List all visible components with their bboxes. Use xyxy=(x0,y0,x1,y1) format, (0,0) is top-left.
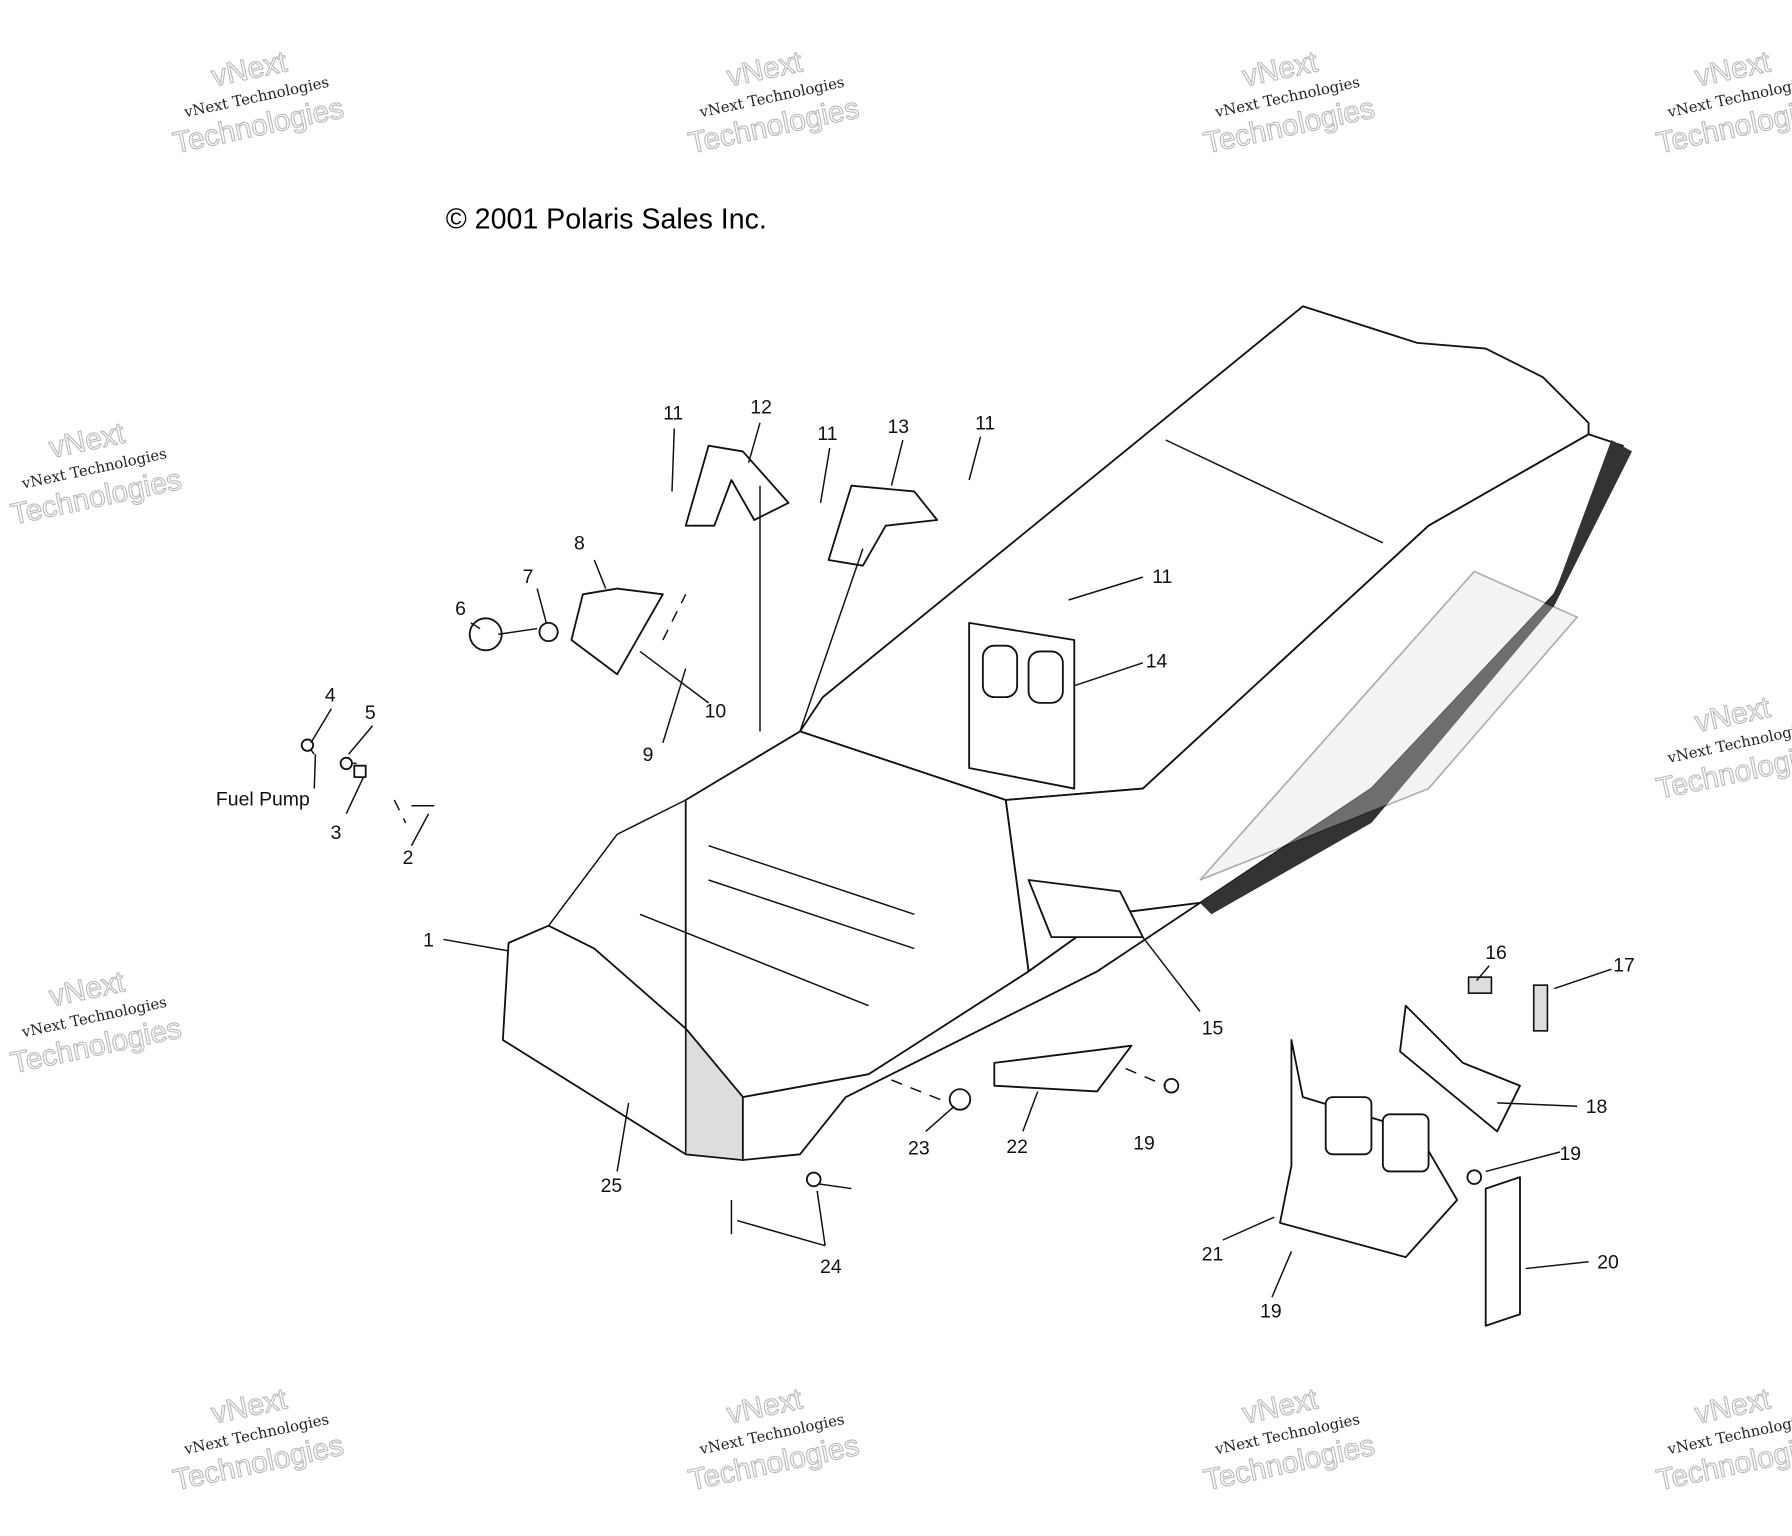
callout-11: 11 xyxy=(663,402,683,424)
callout-13: 13 xyxy=(887,416,909,438)
callout-22: 22 xyxy=(1006,1136,1028,1158)
callout-4: 4 xyxy=(325,685,336,707)
callout-8: 8 xyxy=(574,533,585,555)
callout-1: 1 xyxy=(423,929,434,951)
callout-12: 12 xyxy=(750,397,772,419)
chassis-frame xyxy=(501,305,1632,1161)
callout-19: 19 xyxy=(1260,1301,1282,1323)
callout-23: 23 xyxy=(908,1137,930,1159)
callout-11: 11 xyxy=(817,423,837,445)
copyright-text: © 2001 Polaris Sales Inc. xyxy=(446,204,767,236)
callout-15: 15 xyxy=(1202,1017,1224,1039)
callout-3: 3 xyxy=(331,822,342,844)
callout-17: 17 xyxy=(1613,954,1635,976)
callout-2: 2 xyxy=(403,847,414,869)
callout-11: 11 xyxy=(1152,566,1172,588)
callout-10: 10 xyxy=(705,701,727,723)
callout-14: 14 xyxy=(1146,650,1168,672)
small-parts xyxy=(300,444,1549,1327)
callout-7: 7 xyxy=(523,566,534,588)
callout-18: 18 xyxy=(1586,1096,1608,1118)
callout-16: 16 xyxy=(1485,942,1507,964)
callout-21: 21 xyxy=(1202,1244,1224,1266)
callout-19: 19 xyxy=(1133,1133,1155,1155)
callout-6: 6 xyxy=(455,598,466,620)
callout-20: 20 xyxy=(1597,1252,1619,1274)
callout-5: 5 xyxy=(365,702,376,724)
callout-9: 9 xyxy=(643,744,654,766)
fuel-pump-label: Fuel Pump xyxy=(216,789,310,811)
callout-19: 19 xyxy=(1559,1143,1581,1165)
callout-11: 11 xyxy=(975,413,995,435)
callout-25: 25 xyxy=(601,1175,623,1197)
leader-lines xyxy=(310,422,1612,1298)
callout-24: 24 xyxy=(820,1256,842,1278)
